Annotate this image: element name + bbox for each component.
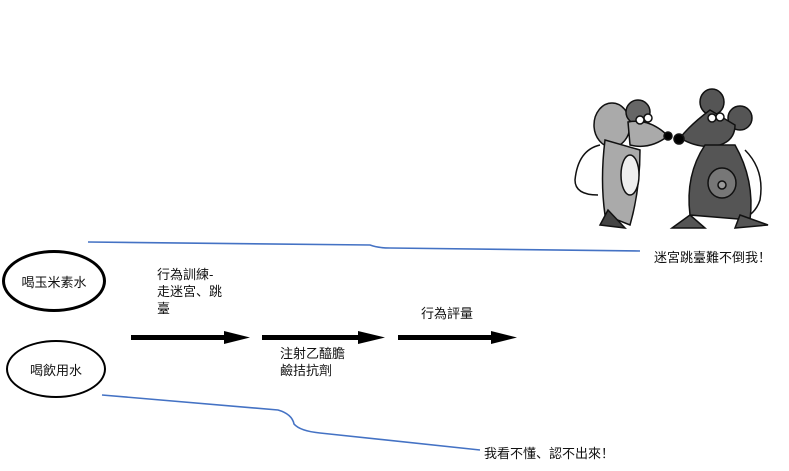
arrow-training [131, 331, 250, 344]
group-corn-water-label: 喝玉米素水 [21, 275, 87, 291]
outcome-connector-bottom [101, 394, 481, 451]
group-corn-water: 喝玉米素水 [2, 250, 106, 312]
outcome-drinking-water: 我看不懂、認不出來！ [484, 447, 615, 462]
outcome-connector-top [87, 241, 641, 252]
step-training-label: 行為訓練- 走迷宮、跳 臺 [157, 268, 223, 317]
arrow-injection [262, 331, 385, 344]
group-drinking-water-label: 喝飲用水 [29, 363, 82, 379]
step-evaluation-label: 行為評量 [421, 307, 474, 322]
step-injection-label: 注射乙醯膽 鹼拮抗劑 [280, 347, 346, 379]
group-drinking-water: 喝飲用水 [6, 340, 106, 398]
mice-illustration [574, 88, 769, 229]
arrow-evaluation [398, 331, 517, 344]
outcome-corn-water: 迷宮跳臺難不倒我！ [654, 251, 772, 266]
